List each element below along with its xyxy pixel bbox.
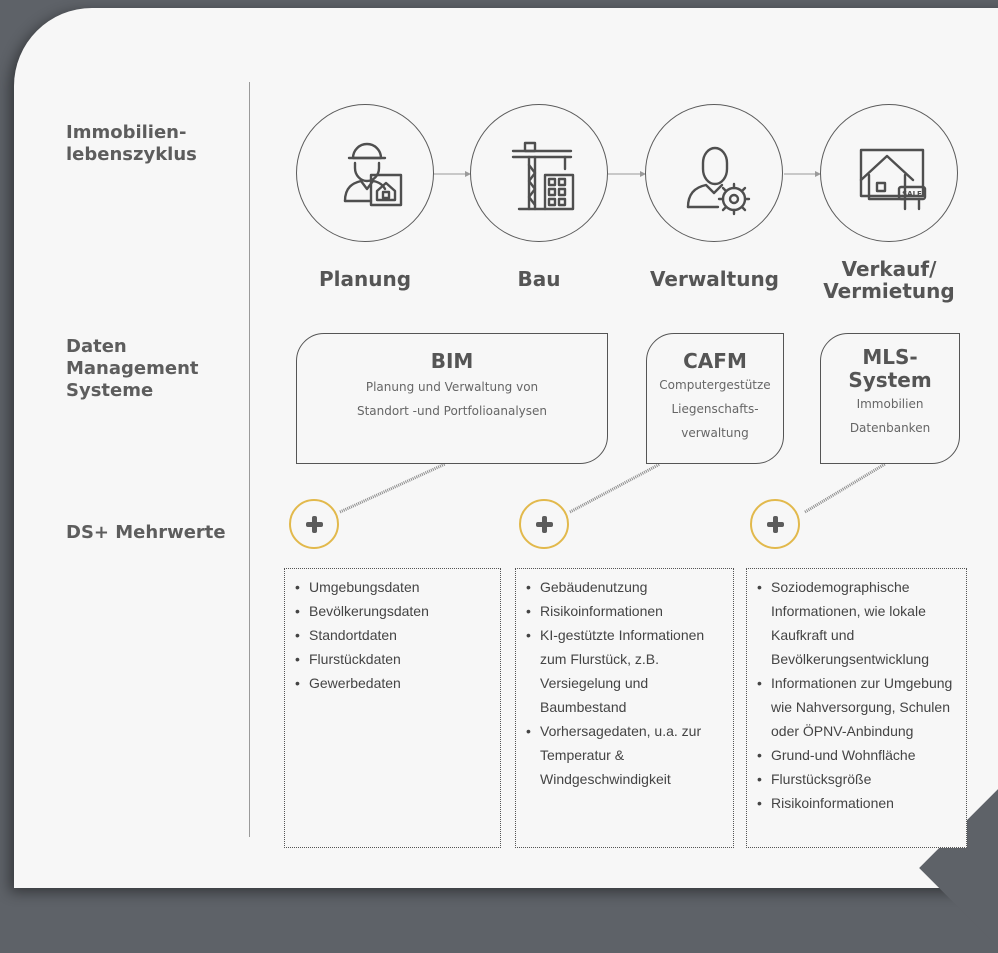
system-description: Computergestütze Liegenschafts- verwaltu… (659, 378, 771, 440)
house-sale-icon: SALE (820, 104, 958, 242)
detail-box-bim: Umgebungsdaten Bevölkerungsdaten Standor… (284, 568, 501, 848)
stage-label-bau: Bau (517, 267, 561, 291)
list-item: Risikoinformationen (524, 599, 727, 623)
stage-label-verkauf: Verkauf/ Vermietung (823, 257, 955, 303)
detail-box-mls: Soziodemographische Informationen, wie l… (746, 568, 967, 848)
list-item: Grund-und Wohnfläche (755, 743, 960, 767)
system-box-bim: BIM Planung und Verwaltung von Standort … (296, 333, 608, 464)
list-item: Gebäudenutzung (524, 575, 727, 599)
system-box-mls: MLS- System Immobilien Datenbanken (820, 333, 960, 464)
list-item: KI-gestützte Informationen zum Flurstück… (524, 623, 727, 719)
architect-icon (296, 104, 434, 242)
plus-icon (289, 499, 339, 549)
list-item: Gewerbedaten (293, 671, 494, 695)
list-item: Soziodemographische Informationen, wie l… (755, 575, 960, 671)
system-box-cafm: CAFM Computergestütze Liegenschafts- ver… (646, 333, 784, 464)
list-item: Bevölkerungsdaten (293, 599, 494, 623)
svg-text:SALE: SALE (902, 190, 922, 198)
system-description: Planung und Verwaltung von Standort -und… (356, 380, 548, 418)
system-title: BIM (430, 349, 474, 373)
row-label-lifecycle: Immobilien- lebenszyklus (66, 122, 197, 165)
detail-box-cafm: Gebäudenutzung Risikoinformationen KI-ge… (515, 568, 734, 848)
system-title: MLS- System (848, 345, 932, 392)
system-title: CAFM (683, 349, 747, 373)
row-label-systems: Daten Management Systeme (66, 336, 199, 401)
row-label-added-value: DS+ Mehrwerte (66, 522, 226, 543)
plus-icon (750, 499, 800, 549)
stage-label-verwaltung: Verwaltung (650, 267, 779, 291)
manager-gear-icon (645, 104, 783, 242)
plus-icon (519, 499, 569, 549)
list-item: Vorhersagedaten, u.a. zur Temperatur & W… (524, 719, 727, 791)
list-item: Informationen zur Umgebung wie Nahversor… (755, 671, 960, 743)
list-item: Flurstücksgröße (755, 767, 960, 791)
list-item: Umgebungsdaten (293, 575, 494, 599)
system-description: Immobilien Datenbanken (849, 397, 931, 435)
list-item: Risikoinformationen (755, 791, 960, 815)
stage-label-planung: Planung (318, 267, 412, 291)
crane-building-icon (470, 104, 608, 242)
vertical-divider (249, 82, 250, 837)
list-item: Flurstückdaten (293, 647, 494, 671)
list-item: Standortdaten (293, 623, 494, 647)
